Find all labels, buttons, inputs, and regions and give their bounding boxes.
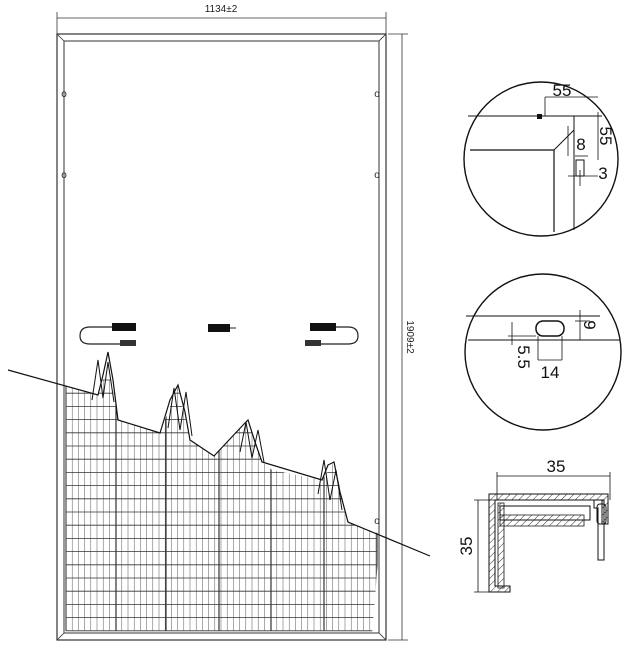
corner-dim-c: 8 bbox=[576, 135, 585, 154]
connector-icon bbox=[120, 340, 136, 346]
junction-box-center bbox=[208, 324, 236, 332]
junction-box-icon bbox=[208, 324, 230, 332]
mount-hole-icon: o bbox=[374, 170, 380, 181]
panel-width-label: 1134±2 bbox=[205, 4, 238, 15]
mount-hole-icon: o bbox=[374, 89, 380, 100]
profile-height-label: 35 bbox=[457, 537, 476, 556]
connector-icon bbox=[310, 323, 336, 331]
connector-icon bbox=[305, 340, 321, 346]
mount-hole-icon: o bbox=[61, 89, 67, 100]
junction-box-right bbox=[305, 323, 359, 346]
detail-slot: 9 5.5 14 bbox=[464, 273, 622, 431]
corner-dim-b: 55 bbox=[596, 127, 615, 146]
break-line bbox=[7, 351, 431, 557]
junction-box-left bbox=[79, 323, 136, 346]
slot-dim-a: 9 bbox=[580, 320, 599, 329]
panel-height-dimension: 1909±2 bbox=[388, 33, 415, 641]
detail-corner: 55 55 8 3 bbox=[463, 81, 619, 237]
mount-hole-icon: o bbox=[374, 516, 380, 527]
detail-profile: 35 35 bbox=[457, 457, 611, 593]
solar-cell-grid bbox=[65, 379, 378, 632]
panel-height-label: 1909±2 bbox=[404, 320, 415, 354]
slot-icon bbox=[535, 320, 565, 337]
mount-hole-icon: o bbox=[61, 170, 67, 181]
corner-dim-d: 3 bbox=[598, 164, 607, 183]
slot-dim-c: 14 bbox=[541, 363, 560, 382]
slot-dim-b: 5.5 bbox=[514, 345, 533, 369]
mounting-holes: o o o o o bbox=[61, 89, 380, 527]
corner-dim-a: 55 bbox=[553, 81, 572, 100]
profile-width-label: 35 bbox=[547, 457, 566, 476]
panel-frame bbox=[56, 33, 387, 641]
connector-icon bbox=[112, 323, 136, 331]
